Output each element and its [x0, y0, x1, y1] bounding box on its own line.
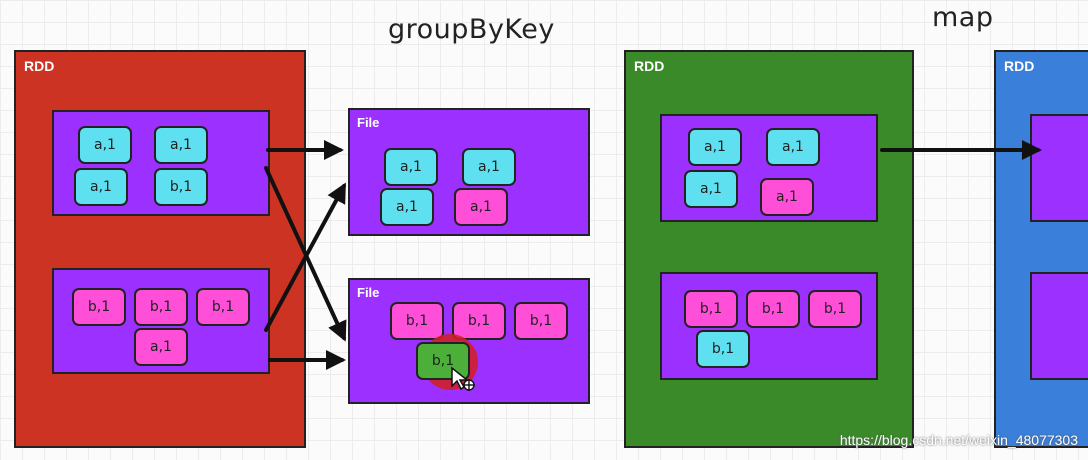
chip-a1: a,1: [766, 128, 820, 166]
chip-a1: a,1: [74, 168, 128, 206]
chip-b1: b,1: [390, 302, 444, 340]
rdd-green: RDD a,1 a,1 a,1 a,1 b,1 b,1 b,1 b,1: [624, 50, 914, 448]
chip-b1[interactable]: b,1: [416, 342, 470, 380]
chip-b1: b,1: [154, 168, 208, 206]
arrow-bottom-to-file-top: [264, 182, 346, 332]
partition-bottom: b,1 b,1 b,1 a,1: [52, 268, 270, 374]
chip-a1: a,1: [384, 148, 438, 186]
partition-top: a,1 a,1 a,1 b,1: [52, 110, 270, 216]
chip-a1: a,1: [134, 328, 188, 366]
chip-a1: a,1: [462, 148, 516, 186]
chip-b1: b,1: [196, 288, 250, 326]
partition-top: a,1 a,1 a,1 a,1: [660, 114, 878, 222]
rdd-label: RDD: [24, 58, 55, 74]
chip-b1: b,1: [72, 288, 126, 326]
title-map: map: [932, 2, 994, 33]
partition-top: [1030, 114, 1088, 222]
rdd-blue: RDD: [994, 50, 1088, 448]
chip-b1: b,1: [696, 330, 750, 368]
chip-a1: a,1: [78, 126, 132, 164]
partition-bottom: [1030, 272, 1088, 380]
file-top: File a,1 a,1 a,1 a,1: [348, 108, 590, 236]
rdd-label: RDD: [634, 58, 665, 74]
chip-b1: b,1: [746, 290, 800, 328]
rdd-red: RDD a,1 a,1 a,1 b,1 b,1 b,1 b,1 a,1: [14, 50, 306, 448]
chip-a1: a,1: [154, 126, 208, 164]
chip-b1: b,1: [808, 290, 862, 328]
chip-b1: b,1: [134, 288, 188, 326]
mouse-cursor-icon: [451, 366, 475, 391]
chip-b1: b,1: [452, 302, 506, 340]
watermark: https://blog.csdn.net/weixin_48077303: [839, 432, 1078, 448]
arrow-top-to-file-bottom: [264, 166, 347, 342]
rdd-label: RDD: [1004, 58, 1035, 74]
title-groupbykey: groupByKey: [388, 14, 555, 45]
chip-b1: b,1: [514, 302, 568, 340]
chip-a1: a,1: [454, 188, 508, 226]
chip-a1: a,1: [760, 178, 814, 216]
chip-a1: a,1: [684, 170, 738, 208]
chip-b1: b,1: [684, 290, 738, 328]
chip-a1: a,1: [688, 128, 742, 166]
file-label: File: [357, 115, 380, 130]
partition-bottom: b,1 b,1 b,1 b,1: [660, 272, 878, 380]
file-label: File: [357, 285, 380, 300]
chip-a1: a,1: [380, 188, 434, 226]
